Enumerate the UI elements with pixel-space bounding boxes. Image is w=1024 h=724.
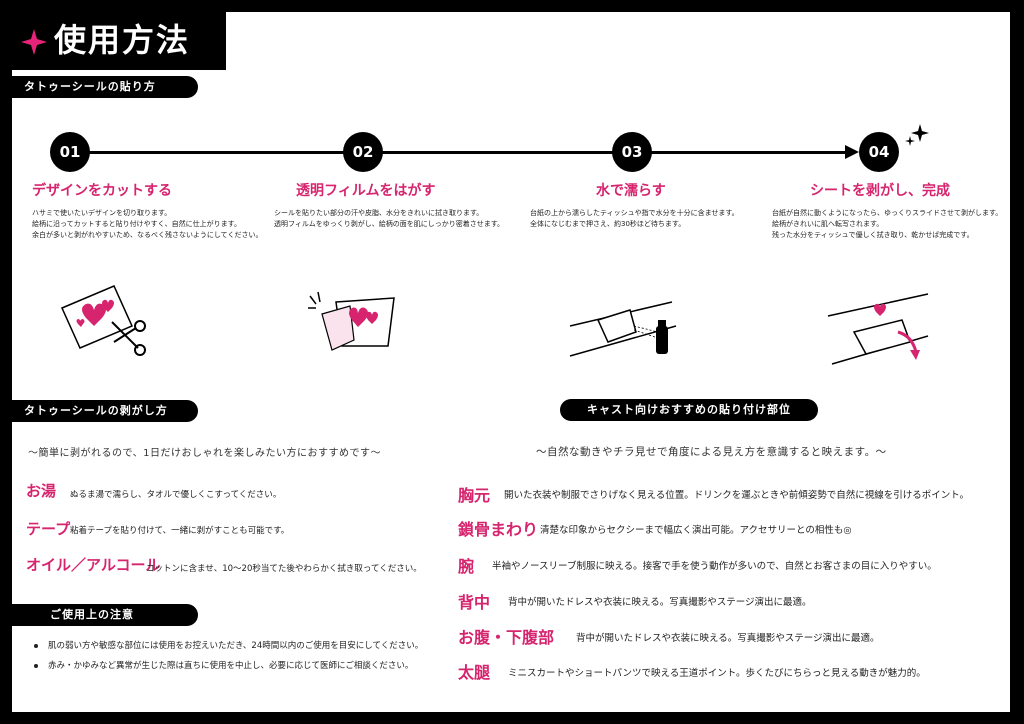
step-desc-line: 余白が多いと剥がれやすいため、なるべく残さないようにしてください。	[32, 231, 263, 239]
sheet-slide-icon	[827, 293, 929, 365]
water-spray-icon	[569, 301, 677, 357]
placement-label-6: 太腿	[458, 663, 491, 682]
film-peel-icon	[308, 291, 395, 351]
page: 使用方法 タトゥーシールの貼り方 01 02 03 04 デザインをカットする …	[12, 12, 1010, 712]
placement-desc-5: 背中が開いたドレスや衣装に映える。写真撮影やステージ演出に最適。	[576, 633, 880, 644]
placement-label-5: お腹・下腹部	[458, 628, 555, 647]
remove-method-desc-2: 粘着テープを貼り付けて、一緒に剥がすことも可能です。	[70, 526, 290, 536]
placement-label-1: 胸元	[458, 486, 491, 505]
remove-method-label-1: お湯	[26, 482, 57, 500]
step-number-1: 01	[50, 132, 90, 172]
remove-method-label-3: オイル／アルコール	[26, 556, 161, 574]
placement-label-3: 腕	[458, 557, 475, 576]
caution-list: 肌の弱い方や敏感な部位には使用をお控えいただき、24時間以内のご使用を目安にして…	[32, 636, 423, 676]
sparkle-icon	[905, 124, 929, 146]
section-placement-label: キャスト向けおすすめの貼り付け部位	[560, 399, 818, 421]
title-tab: 使用方法	[12, 12, 226, 70]
step-desc-2: シールを貼りたい部分の汗や皮脂、水分をきれいに拭き取ります。 透明フィルムをゆっ…	[274, 208, 504, 230]
step-desc-4: 台紙が自然に動くようになったら、ゆっくりスライドさせて剥がします。 絵柄がきれい…	[772, 208, 1002, 241]
step-desc-line: シールを貼りたい部分の汗や皮脂、水分をきれいに拭き取ります。	[274, 209, 484, 217]
placement-desc-6: ミニスカートやショートパンツで映える王道ポイント。歩くたびにちらっと見える動きが…	[508, 668, 926, 679]
placement-subtitle: 〜自然な動きやチラ見せで角度による見え方を意識すると映えます。〜	[536, 446, 887, 458]
step-desc-line: 絵柄がきれいに肌へ転写されます。	[772, 220, 884, 228]
scissors-icon	[61, 285, 146, 356]
remove-method-desc-3: コットンに含ませ、10〜20秒当てた後やわらかく拭き取ってください。	[146, 564, 422, 574]
section-howto-label: タトゥーシールの貼り方	[12, 76, 198, 98]
step-desc-1: ハサミで使いたいデザインを切り取ります。 絵柄に沿ってカットすると貼り付けやすく…	[32, 208, 262, 241]
remove-subtitle: 〜簡単に剥がれるので、1日だけおしゃれを楽しみたい方におすすめです〜	[28, 448, 381, 459]
step-title-1: デザインをカットする	[32, 183, 172, 199]
placement-desc-1: 開いた衣装や制服でさりげなく見える位置。ドリンクを運ぶときや前傾姿勢で自然に視線…	[504, 490, 970, 501]
page-title: 使用方法	[54, 21, 191, 59]
step-desc-line: 透明フィルムをゆっくり剥がし、絵柄の面を肌にしっかり密着させます。	[274, 220, 505, 228]
placement-label-4: 背中	[458, 593, 491, 612]
timeline-arrow-icon	[845, 145, 859, 159]
step-desc-line: 残った水分をティッシュで優しく拭き取り、乾かせば完成です。	[772, 231, 974, 239]
placement-desc-2: 清楚な印象からセクシーまで幅広く演出可能。アクセサリーとの相性も◎	[540, 525, 852, 536]
step-title-3: 水で濡らす	[596, 183, 666, 199]
placement-label-2: 鎖骨まわり	[458, 520, 539, 539]
placement-desc-3: 半袖やノースリーブ制服に映える。接客で手を使う動作が多いので、自然とお客さまの目…	[492, 561, 937, 572]
step-title-2: 透明フィルムをはがす	[296, 183, 436, 199]
section-remove-label: タトゥーシールの剥がし方	[12, 400, 198, 422]
star-icon	[21, 29, 47, 55]
step-title-4: シートを剥がし、完成	[810, 183, 950, 199]
step-number-2: 02	[343, 132, 383, 172]
step-number-3: 03	[612, 132, 652, 172]
step-desc-line: 台紙が自然に動くようになったら、ゆっくりスライドさせて剥がします。	[772, 209, 1003, 217]
timeline-line	[80, 151, 848, 154]
step-number-4: 04	[859, 132, 899, 172]
caution-item: 肌の弱い方や敏感な部位には使用をお控えいただき、24時間以内のご使用を目安にして…	[32, 636, 423, 656]
step-desc-line: 台紙の上から濡らしたティッシュや指で水分を十分に含ませます。	[530, 209, 739, 217]
remove-method-desc-1: ぬるま湯で濡らし、タオルで優しくこすってください。	[70, 490, 282, 500]
placement-desc-4: 背中が開いたドレスや衣装に映える。写真撮影やステージ演出に最適。	[508, 597, 812, 608]
step-desc-line: ハサミで使いたいデザインを切り取ります。	[32, 209, 172, 217]
caution-item: 赤み・かゆみなど異常が生じた際は直ちに使用を中止し、必要に応じて医師にご相談くだ…	[32, 656, 423, 676]
step-desc-line: 全体になじむまで押さえ、約30秒ほど待ちます。	[530, 220, 686, 228]
section-caution-label: ご使用上の注意	[12, 604, 198, 626]
step-desc-line: 絵柄に沿ってカットすると貼り付けやすく、自然に仕上がります。	[32, 220, 241, 228]
step-desc-3: 台紙の上から濡らしたティッシュや指で水分を十分に含ませます。 全体になじむまで押…	[530, 208, 739, 230]
remove-method-label-2: テープ	[26, 520, 71, 538]
